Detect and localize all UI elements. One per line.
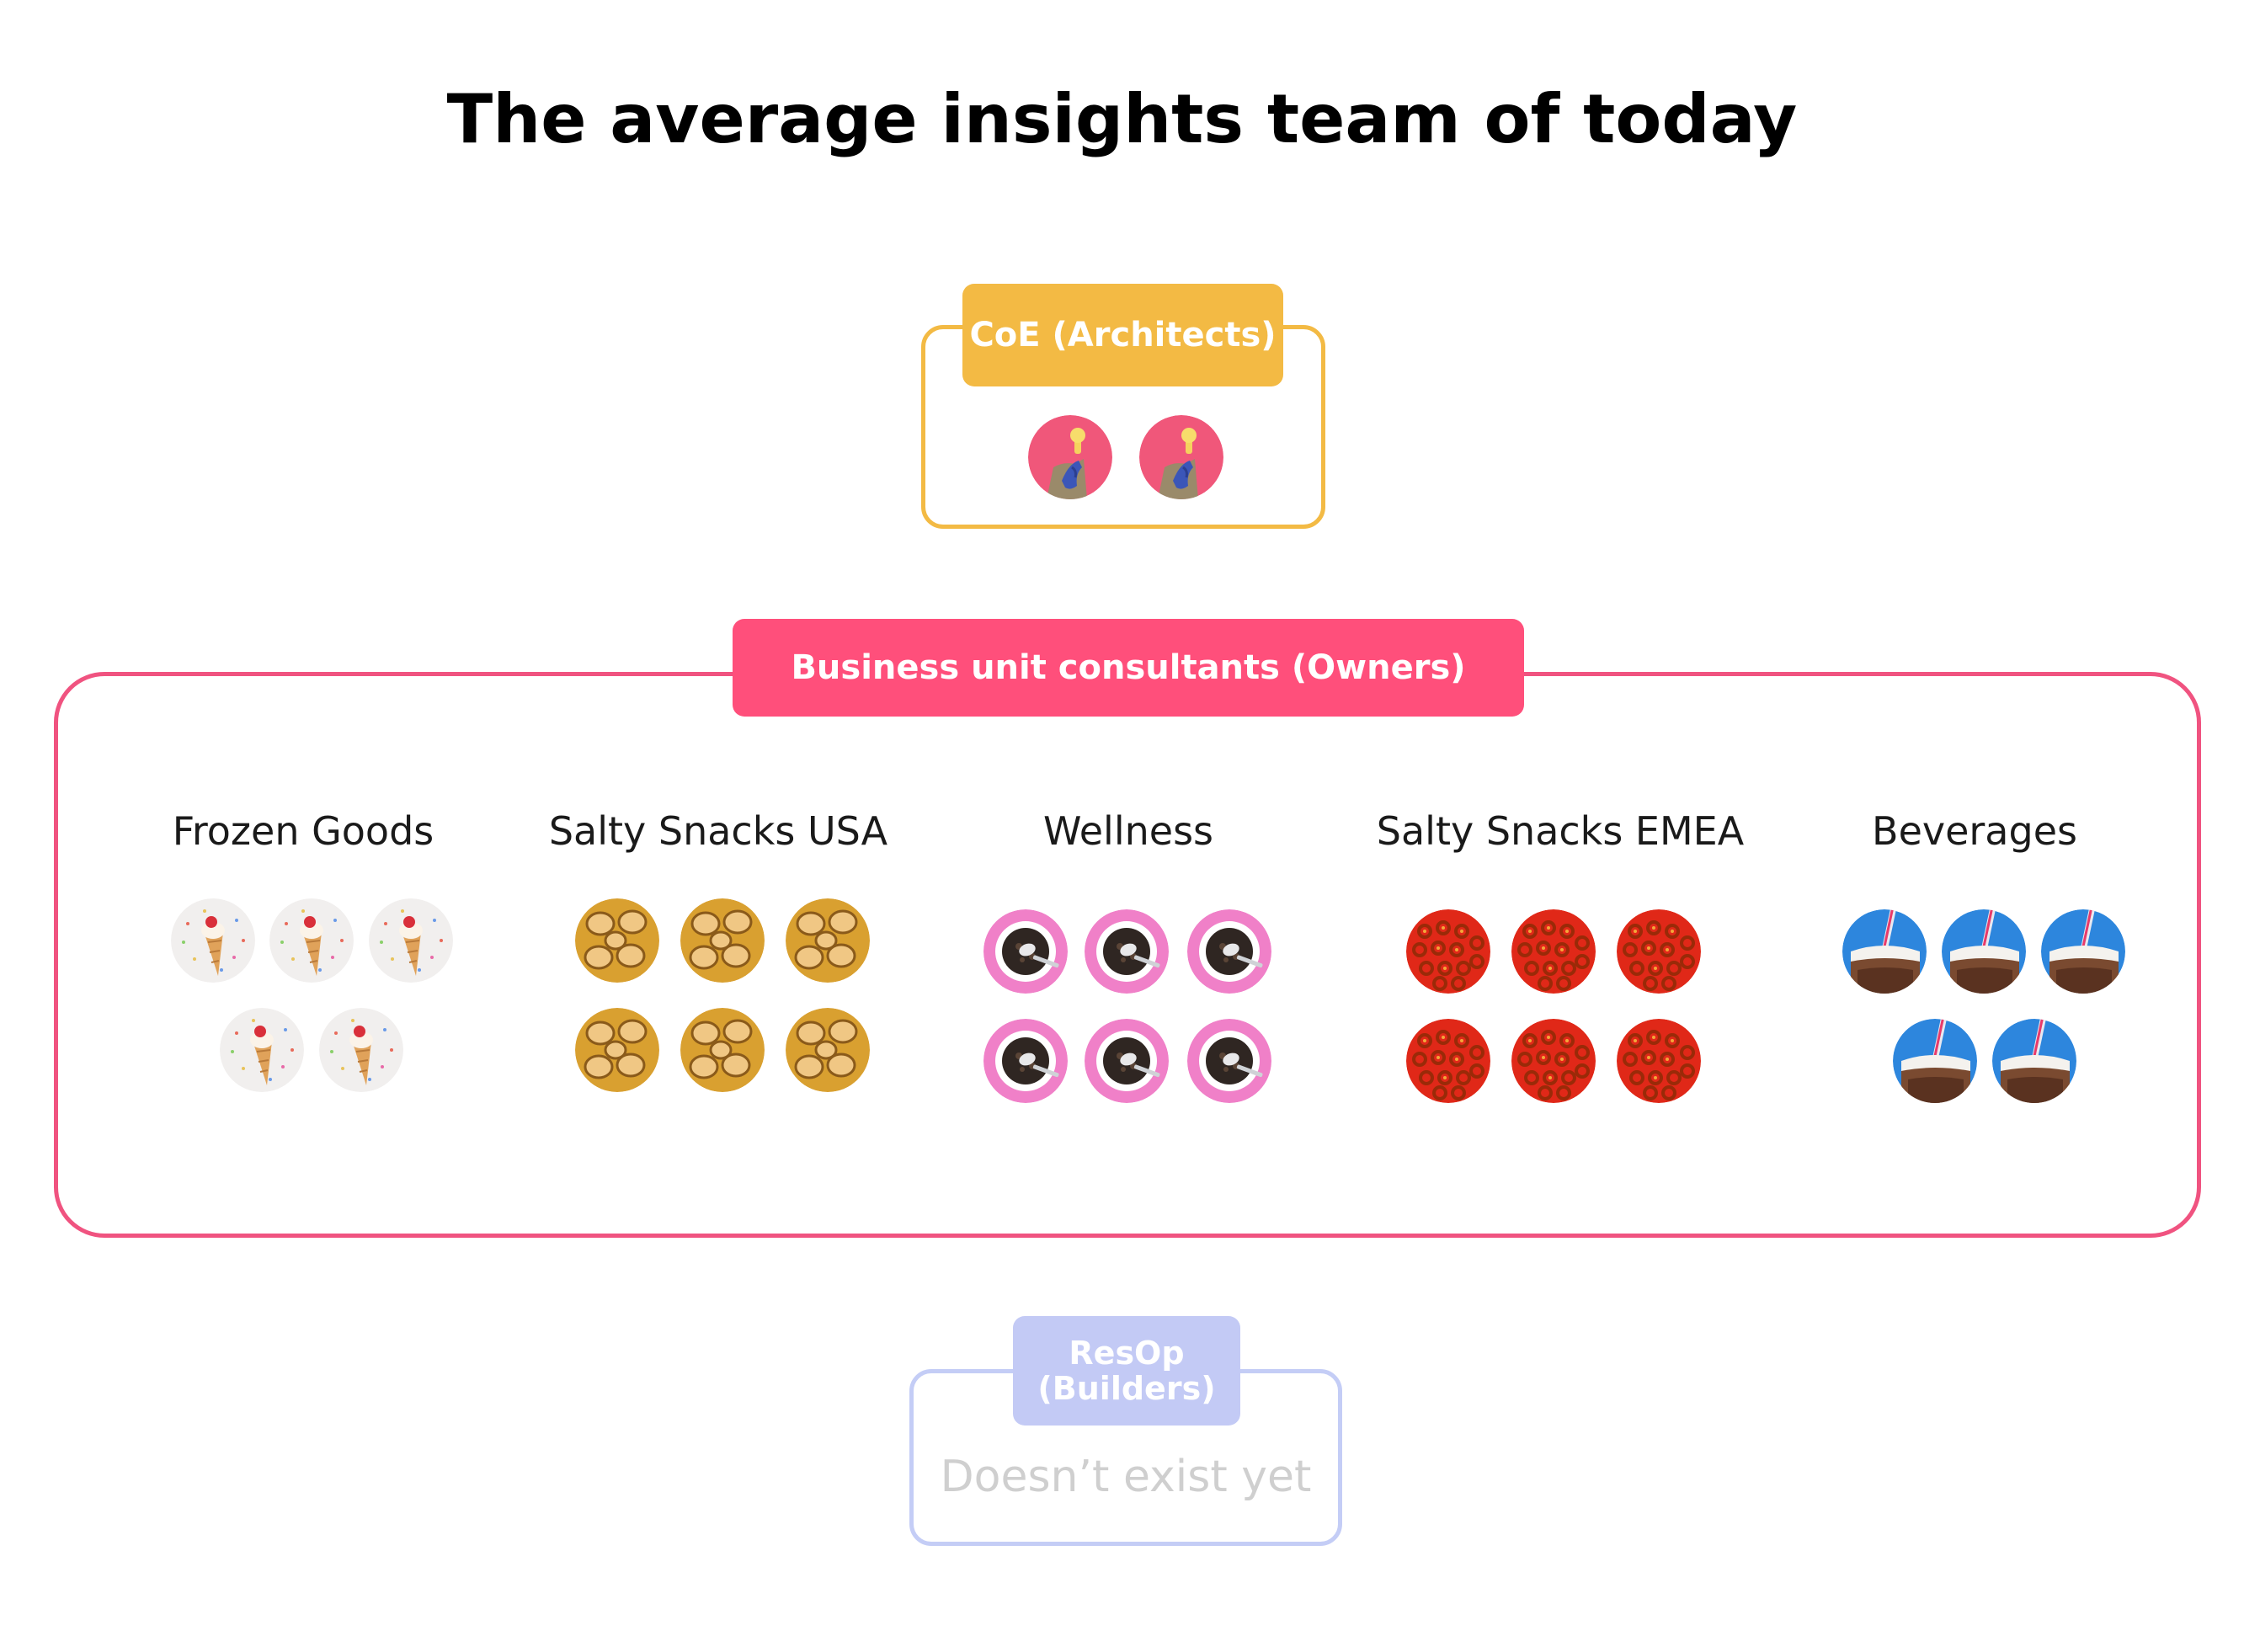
ice-cream-icon <box>171 898 255 983</box>
ice-cream-icon <box>319 1008 403 1092</box>
cereal-bowl-icon <box>983 1019 1068 1103</box>
cereal-bowl-icon <box>1187 1019 1271 1103</box>
salty-snacks-usa-member-avatar <box>786 898 870 983</box>
cereal-bowl-icon <box>1187 909 1271 994</box>
cookie-icon <box>786 898 870 983</box>
beverages-member-avatar <box>1992 1019 2076 1103</box>
business-units-label: Business unit consultants (Owners) <box>733 619 1524 717</box>
wellness-member-avatar <box>983 1019 1068 1103</box>
pretzel-icon <box>1617 909 1701 994</box>
salty-snacks-emea-member-avatar <box>1406 909 1490 994</box>
salty-snacks-usa-member-avatar <box>680 1008 765 1092</box>
beverages-member-avatar <box>1842 909 1927 994</box>
ice-cream-icon <box>269 898 354 983</box>
salty-snacks-emea-member-avatar <box>1617 909 1701 994</box>
cookie-icon <box>680 1008 765 1092</box>
coe-member-avatar <box>1028 415 1112 499</box>
pretzel-icon <box>1511 1019 1596 1103</box>
resop-status-note: Doesn’t exist yet <box>940 1452 1312 1502</box>
drink-icon <box>1942 909 2026 994</box>
beverages-member-avatar <box>2041 909 2125 994</box>
page-title: The average insights team of today <box>446 80 1798 158</box>
salty-snacks-emea-member-avatar <box>1511 909 1596 994</box>
salty-snacks-usa-member-avatar <box>575 1008 659 1092</box>
cookie-icon <box>575 1008 659 1092</box>
coe-member-avatar <box>1139 415 1223 499</box>
salty-snacks-usa-member-avatar <box>786 1008 870 1092</box>
resop-label: ResOp (Builders) <box>1013 1316 1240 1426</box>
drink-icon <box>2041 909 2125 994</box>
salty-snacks-usa-member-avatar <box>680 898 765 983</box>
drink-icon <box>1893 1019 1977 1103</box>
beverages-member-avatar <box>1942 909 2026 994</box>
pretzel-icon <box>1511 909 1596 994</box>
cookie-icon <box>575 898 659 983</box>
beverages-member-avatar <box>1893 1019 1977 1103</box>
wellness-member-avatar <box>1085 909 1169 994</box>
pretzel-icon <box>1406 909 1490 994</box>
lightbulb-icon <box>1028 415 1112 499</box>
unit-name-salty-snacks-usa: Salty Snacks USA <box>548 808 888 854</box>
frozen-goods-member-avatar <box>220 1008 304 1092</box>
cookie-icon <box>680 898 765 983</box>
drink-icon <box>1992 1019 2076 1103</box>
cookie-icon <box>786 1008 870 1092</box>
salty-snacks-emea-member-avatar <box>1406 1019 1490 1103</box>
cereal-bowl-icon <box>983 909 1068 994</box>
frozen-goods-member-avatar <box>269 898 354 983</box>
unit-name-salty-snacks-emea: Salty Snacks EMEA <box>1376 808 1745 854</box>
wellness-member-avatar <box>1085 1019 1169 1103</box>
ice-cream-icon <box>220 1008 304 1092</box>
pretzel-icon <box>1617 1019 1701 1103</box>
unit-name-frozen-goods: Frozen Goods <box>172 808 434 854</box>
wellness-member-avatar <box>1187 909 1271 994</box>
coe-label: CoE (Architects) <box>962 284 1283 386</box>
frozen-goods-member-avatar <box>171 898 255 983</box>
cereal-bowl-icon <box>1085 909 1169 994</box>
ice-cream-icon <box>369 898 453 983</box>
salty-snacks-emea-member-avatar <box>1511 1019 1596 1103</box>
salty-snacks-emea-member-avatar <box>1617 1019 1701 1103</box>
frozen-goods-member-avatar <box>319 1008 403 1092</box>
salty-snacks-usa-member-avatar <box>575 898 659 983</box>
drink-icon <box>1842 909 1927 994</box>
unit-name-wellness: Wellness <box>1042 808 1214 854</box>
cereal-bowl-icon <box>1085 1019 1169 1103</box>
wellness-member-avatar <box>983 909 1068 994</box>
unit-name-beverages: Beverages <box>1872 808 2077 854</box>
wellness-member-avatar <box>1187 1019 1271 1103</box>
pretzel-icon <box>1406 1019 1490 1103</box>
lightbulb-icon <box>1139 415 1223 499</box>
frozen-goods-member-avatar <box>369 898 453 983</box>
